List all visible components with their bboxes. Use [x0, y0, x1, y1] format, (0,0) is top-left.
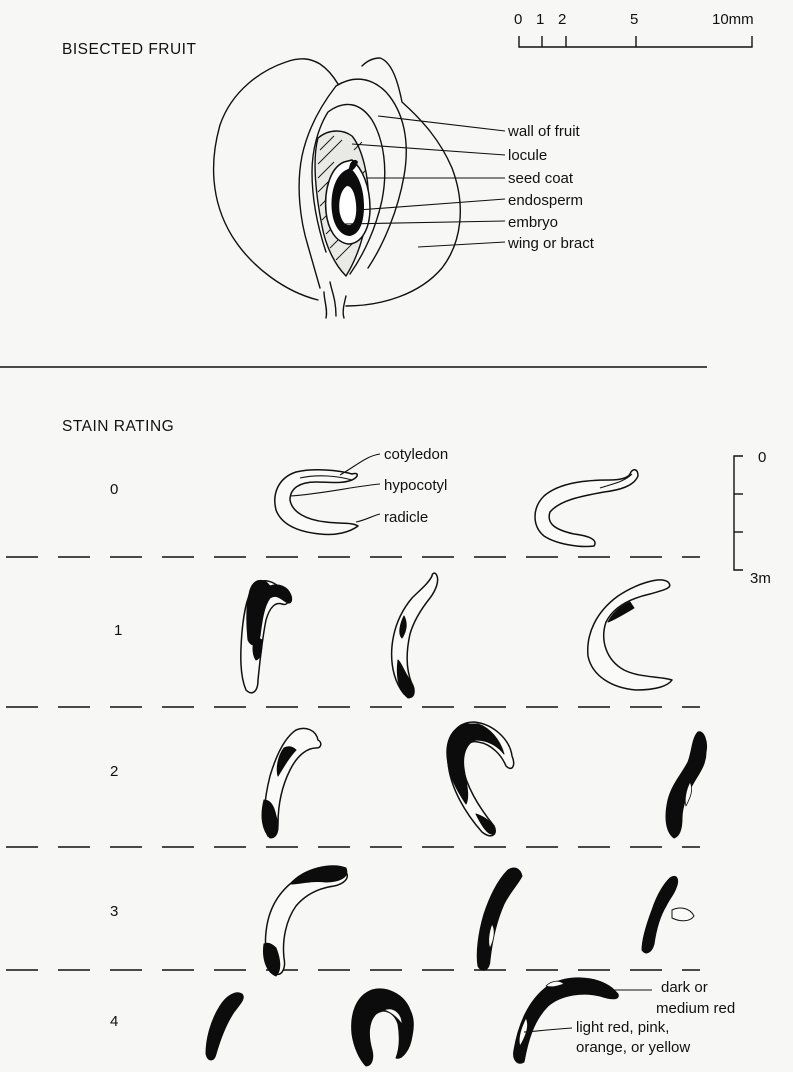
side-scale-tick-0: 0	[758, 449, 766, 466]
mm-scale-tick-10mm: 10mm	[712, 11, 754, 28]
stain-rating-heading: STAIN RATING	[62, 418, 174, 435]
fruit-labels: wall of fruit locule seed coat endosperm…	[507, 123, 595, 252]
bisected-fruit-drawing	[214, 58, 461, 318]
embryo-1-a-stain	[247, 580, 292, 660]
fruit-stalk	[324, 282, 346, 318]
embryo-row-0	[275, 470, 638, 547]
embryo-3-c-tip	[672, 908, 694, 921]
embryo-row-1	[241, 573, 672, 698]
embryo-row-3	[264, 866, 695, 976]
label-embryo: embryo	[508, 214, 558, 231]
embryo-0-b	[535, 470, 638, 547]
mm-scale-tick-0: 0	[514, 11, 522, 28]
legend-dark-line2: medium red	[656, 1000, 735, 1017]
side-scale-bar: 0 3m	[734, 449, 771, 587]
mm-scale-tick-2: 2	[558, 11, 566, 28]
legend-light-line1: light red, pink,	[576, 1019, 669, 1036]
embryo-4-b	[352, 989, 414, 1066]
embryo-3-b	[477, 868, 522, 970]
label-seed-coat: seed coat	[508, 170, 574, 187]
embryo-0-a	[275, 470, 358, 535]
label-wing-or-bract: wing or bract	[507, 235, 595, 252]
label-locule: locule	[508, 147, 547, 164]
label-wall-of-fruit: wall of fruit	[507, 123, 581, 140]
rating-number-0: 0	[110, 481, 118, 498]
label-cotyledon: cotyledon	[384, 446, 448, 463]
embryo-1-c	[588, 580, 672, 690]
embryo-4-a	[206, 993, 243, 1060]
fruit-leader-lines	[344, 116, 505, 247]
rating-number-3: 3	[110, 903, 118, 920]
legend-dark-line1: dark or	[661, 979, 708, 996]
bisected-fruit-heading: BISECTED FRUIT	[62, 41, 196, 58]
side-scale-tick-3m: 3m	[750, 570, 771, 587]
label-hypocotyl: hypocotyl	[384, 477, 447, 494]
rating-number-1: 1	[114, 622, 122, 639]
mm-scale-tick-5: 5	[630, 11, 638, 28]
mm-scale-tick-1: 1	[536, 11, 544, 28]
mm-scale-bar: 0 1 2 5 10mm	[514, 11, 754, 47]
label-radicle: radicle	[384, 509, 428, 526]
embryo-2-c	[666, 732, 707, 838]
embryo-part-leaders	[290, 454, 380, 522]
embryo-row-4	[206, 978, 618, 1066]
embryo-row-2	[262, 722, 707, 838]
rating-number-2: 2	[110, 763, 118, 780]
legend-light-line2: orange, or yellow	[576, 1039, 690, 1056]
rating-number-4: 4	[110, 1013, 118, 1030]
label-endosperm: endosperm	[508, 192, 583, 209]
